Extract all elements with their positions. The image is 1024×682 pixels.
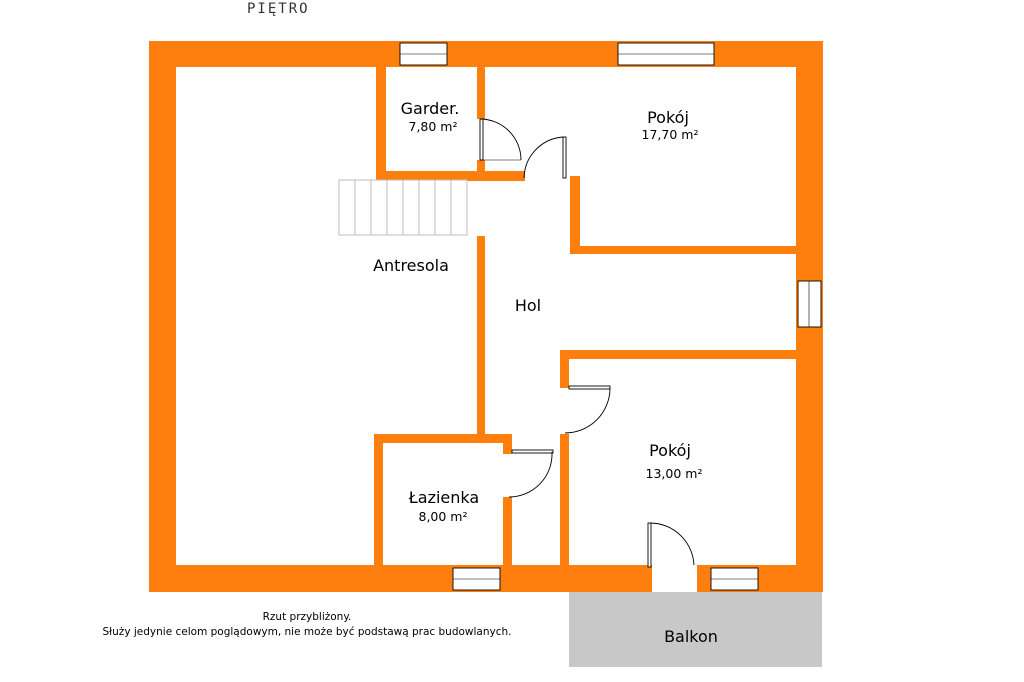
stairs xyxy=(338,179,468,236)
room-name-pokoj-bottom: Pokój xyxy=(649,441,691,460)
interior-walls xyxy=(374,67,798,567)
room-name-garderoba: Garder. xyxy=(401,99,460,118)
disclaimer-line-2: Służy jedynie celom poglądowym, nie może… xyxy=(103,626,512,638)
room-area-pokoj-bottom: 13,00 m² xyxy=(646,466,703,481)
outer-walls xyxy=(149,41,823,592)
room-name-lazienka: Łazienka xyxy=(408,488,479,507)
windows xyxy=(399,42,822,591)
room-name-antresola: Antresola xyxy=(373,256,449,275)
balcony-area xyxy=(569,592,822,667)
balcony-label: Balkon xyxy=(664,627,718,646)
room-labels: Garder. 7,80 m² Pokój 17,70 m² Antresola… xyxy=(373,99,718,646)
disclaimer-line-1: Rzut przybliżony. xyxy=(263,611,352,623)
floor-title: PIĘTRO xyxy=(247,1,310,17)
room-area-pokoj-top: 17,70 m² xyxy=(642,127,699,142)
window-hol xyxy=(797,280,822,328)
room-area-lazienka: 8,00 m² xyxy=(419,509,468,524)
room-area-garderoba: 7,80 m² xyxy=(409,119,458,134)
doors xyxy=(479,118,697,592)
room-name-hol: Hol xyxy=(515,296,541,315)
room-name-pokoj-top: Pokój xyxy=(647,108,689,127)
disclaimer: Rzut przybliżony. Służy jedynie celom po… xyxy=(103,611,512,638)
